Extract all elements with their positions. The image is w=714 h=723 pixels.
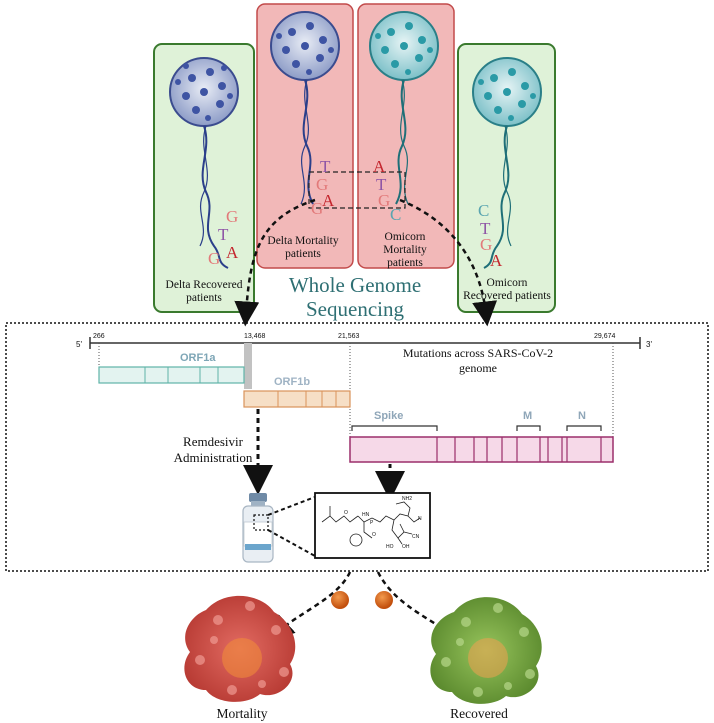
svg-text:C: C <box>390 205 401 224</box>
svg-text:T: T <box>218 225 229 244</box>
label-delta-mortality-1: Delta Mortality <box>267 235 338 247</box>
label-omicron-recovered-1: Omicorn <box>487 277 528 289</box>
three-prime-label: 3' <box>646 340 652 349</box>
five-prime-label: 5' <box>76 340 82 349</box>
orf1a-block <box>98 366 245 384</box>
svg-text:G: G <box>226 207 238 226</box>
spike-label: Spike <box>374 410 403 422</box>
rna-strand-omicron-recovered <box>483 125 512 269</box>
bases-omicron-recovered: C T G A <box>478 201 503 270</box>
arrow-to-genome-left <box>234 198 316 327</box>
position-21563: 21,563 <box>338 333 360 340</box>
orf1b-label: ORF1b <box>274 376 310 388</box>
svg-text:A: A <box>373 157 386 176</box>
svg-text:OH: OH <box>402 544 410 550</box>
svg-text:G: G <box>208 249 220 268</box>
label-delta-mortality-2: patients <box>285 248 321 260</box>
svg-text:HO: HO <box>386 544 394 550</box>
title-line-1: Whole Genome <box>289 273 421 297</box>
position-29674: 29,674 <box>594 333 616 340</box>
rna-strand-delta-recovered <box>199 125 229 269</box>
drug-ball-left <box>331 591 349 609</box>
svg-text:G: G <box>311 199 323 218</box>
svg-text:NH2: NH2 <box>402 496 412 502</box>
label-omicron-mortality-3: patients <box>387 257 423 269</box>
svg-text:HN: HN <box>362 512 370 518</box>
m-bracket <box>516 425 541 431</box>
n-label: N <box>578 410 586 422</box>
mortality-label: Mortality <box>217 706 268 721</box>
virus-omicron-mortality <box>369 11 439 81</box>
selection-box <box>308 171 406 209</box>
drug-ball-right <box>375 591 393 609</box>
bases-delta-recovered: G T A G <box>208 207 239 268</box>
svg-text:G: G <box>480 235 492 254</box>
arrow-to-recovered <box>376 571 463 641</box>
svg-text:T: T <box>480 219 491 238</box>
position-13468: 13,468 <box>244 333 266 340</box>
label-omicron-recovered-2: Recovered patients <box>463 290 551 302</box>
svg-text:T: T <box>376 175 387 194</box>
svg-text:N: N <box>418 516 422 522</box>
label-omicron-mortality-1: Omicorn <box>385 231 426 243</box>
virus-omicron-recovered <box>472 57 542 127</box>
svg-text:CN: CN <box>412 534 420 540</box>
remdesivir-vial-icon <box>242 493 274 563</box>
remdesivir-label-2: Administration <box>174 450 253 465</box>
virus-delta-mortality <box>270 11 340 81</box>
svg-text:A: A <box>322 191 335 210</box>
svg-text:G: G <box>316 175 328 194</box>
svg-text:A: A <box>490 251 503 270</box>
frameshift-marker <box>244 343 252 389</box>
svg-text:P: P <box>370 520 374 526</box>
bases-delta-mortality: T G A G <box>311 157 335 218</box>
label-delta-recovered-1: Delta Recovered <box>166 279 243 291</box>
spike-region-block <box>349 436 614 463</box>
svg-text:T: T <box>320 157 331 176</box>
mutations-label-1: Mutations across SARS-CoV-2 <box>403 346 553 360</box>
recovered-label: Recovered <box>450 706 508 721</box>
svg-text:G: G <box>378 191 390 210</box>
orf1a-label: ORF1a <box>180 352 216 364</box>
spike-bracket <box>351 425 438 431</box>
rna-strand-omicron-mortality <box>395 79 409 205</box>
mortality-protein <box>184 595 296 702</box>
svg-text:O: O <box>372 532 376 538</box>
svg-text:C: C <box>478 201 489 220</box>
bases-omicron-mortality: A T G C <box>373 157 401 224</box>
svg-text:A: A <box>226 243 239 262</box>
remdesivir-structure: NH2 O HN P O N HO OH CN <box>314 492 431 559</box>
mutations-label-2: genome <box>459 361 497 375</box>
position-266: 266 <box>93 333 105 340</box>
recovered-protein <box>430 597 542 704</box>
arrow-to-genome-right <box>399 198 498 327</box>
n-bracket <box>566 425 602 431</box>
remdesivir-label-1: Remdesivir <box>183 434 244 449</box>
svg-text:O: O <box>344 510 348 516</box>
m-label: M <box>523 410 532 422</box>
label-delta-recovered-2: patients <box>186 292 222 304</box>
orf1b-block <box>243 390 351 408</box>
title-line-2: Sequencing <box>306 297 404 321</box>
label-omicron-mortality-2: Mortality <box>383 244 427 256</box>
genome-box <box>5 322 709 572</box>
virus-delta-recovered <box>169 57 239 127</box>
